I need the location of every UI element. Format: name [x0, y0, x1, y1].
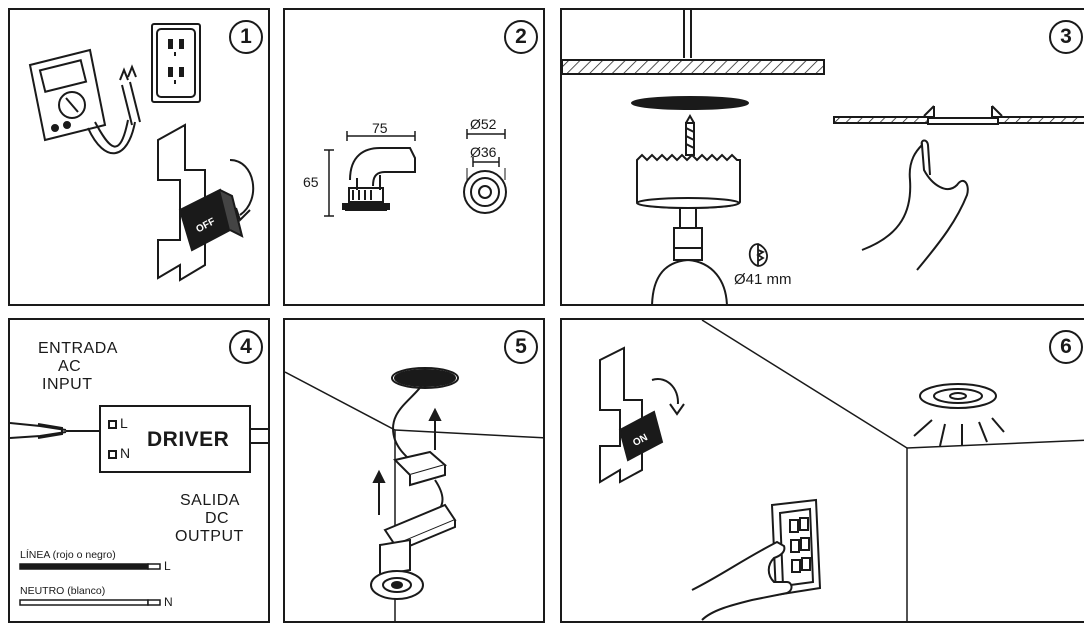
neutral-wire-code: N: [164, 595, 173, 609]
line-wire-code: L: [164, 559, 171, 573]
input-label-line-2: AC: [58, 358, 81, 376]
recessed-light-installed-icon: [924, 106, 1002, 124]
switch-on-icon: [600, 348, 684, 482]
output-label-line-3: OUTPUT: [175, 528, 244, 546]
output-label-line-2: DC: [205, 510, 229, 528]
wall-outlet-icon: [152, 24, 200, 102]
inner-diameter-label: Ø36: [470, 144, 496, 160]
step-2-number: 2: [504, 20, 538, 54]
hole-diameter-icon: [750, 244, 767, 266]
hand-press-icon: [692, 542, 792, 620]
step-6-panel: ON 6: [560, 318, 1084, 623]
input-label-line-1: ENTRADA: [38, 340, 118, 358]
ceiling-hole-icon: [392, 368, 458, 388]
input-wires: [10, 423, 100, 438]
input-label-line-3: INPUT: [42, 376, 93, 394]
downlight-icon: [371, 480, 455, 599]
step-4-illustration: [10, 320, 270, 623]
step-1-illustration: OFF: [10, 10, 270, 306]
step-3-panel: Ø41 mm 3: [560, 8, 1084, 306]
ceiling-hole-icon: [632, 97, 748, 109]
driver-label: DRIVER: [147, 428, 229, 452]
wire-cable: [393, 380, 425, 460]
step-5-number: 5: [504, 330, 538, 364]
step-6-illustration: ON: [562, 320, 1084, 623]
hole-diameter-label: Ø41 mm: [734, 271, 792, 288]
step-4-number: 4: [229, 330, 263, 364]
step-5-illustration: [285, 320, 545, 623]
step-6-number: 6: [1049, 330, 1083, 364]
ceiling-light-icon: [914, 384, 1004, 446]
terminal-l-label: L: [120, 415, 128, 431]
step-2-illustration: [285, 10, 545, 306]
step-3-number: 3: [1049, 20, 1083, 54]
step-3-illustration: [562, 10, 1084, 306]
width-dimension-label: 75: [372, 120, 388, 136]
height-dimension-label: 65: [303, 174, 319, 190]
neutral-wire-label: NEUTRO (blanco): [20, 585, 105, 597]
step-5-panel: 5: [283, 318, 545, 623]
switch-off-icon: [158, 125, 253, 280]
driver-box-icon: [395, 452, 445, 485]
drill-bit-icon: [686, 116, 694, 155]
step-1-panel: OFF 1: [8, 8, 270, 306]
downlight-side-view-icon: [343, 148, 415, 210]
downlight-front-view-icon: [464, 168, 506, 213]
outer-diameter-label: Ø52: [470, 116, 496, 132]
hand-push-icon: [862, 140, 968, 270]
hole-saw-icon: [637, 155, 740, 306]
step-2-panel: 75 65 Ø52 Ø36 2: [283, 8, 545, 306]
output-label-line-1: SALIDA: [180, 492, 240, 510]
step-4-panel: ENTRADA AC INPUT L N DRIVER SALIDA DC OU…: [8, 318, 270, 623]
line-wire-label: LÍNEA (rojo o negro): [20, 549, 116, 561]
multimeter-icon: [30, 50, 140, 153]
terminal-n-label: N: [120, 445, 131, 461]
step-1-number: 1: [229, 20, 263, 54]
